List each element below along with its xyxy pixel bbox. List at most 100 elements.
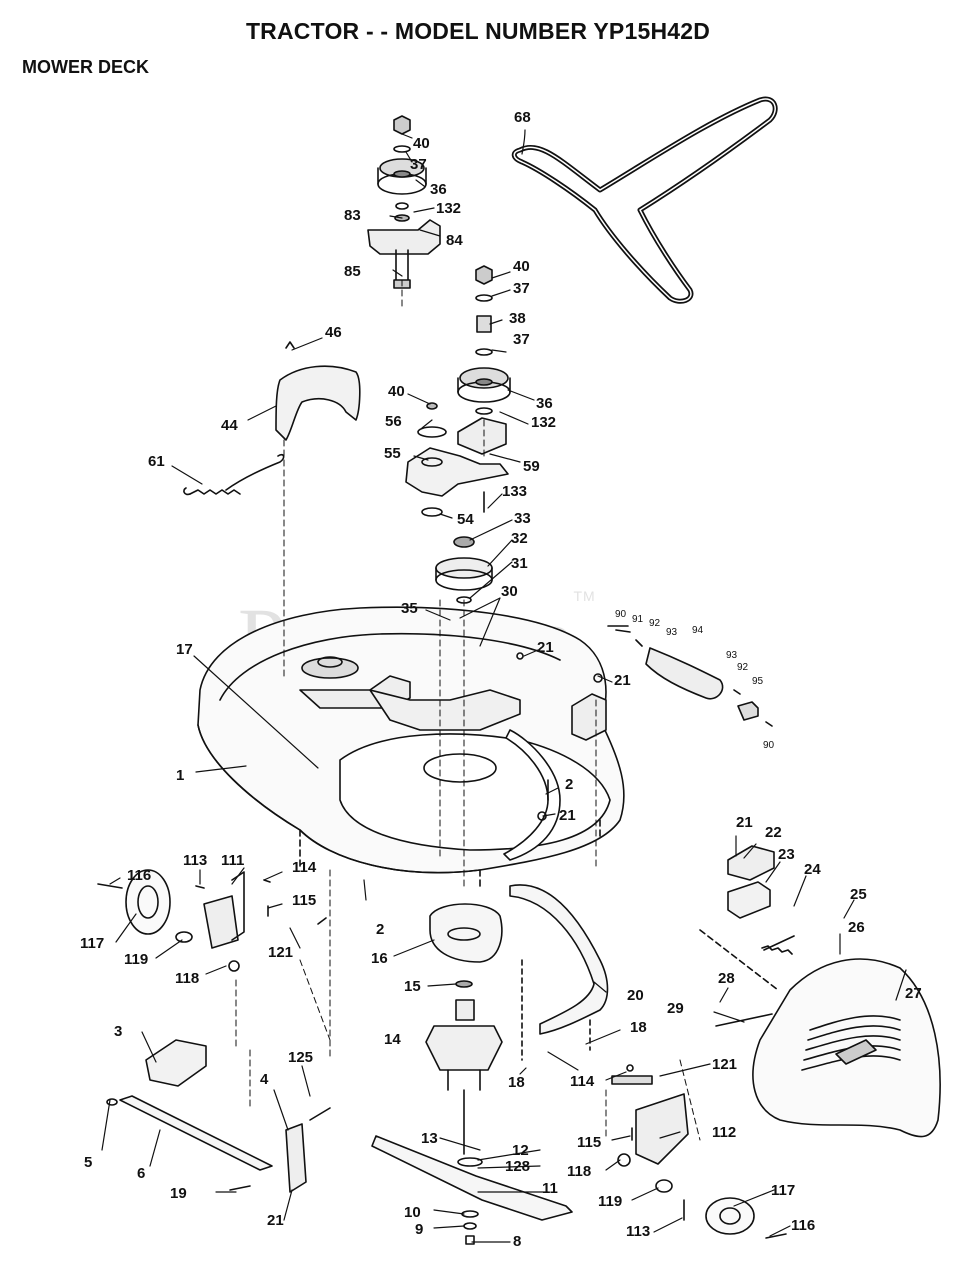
callout-117-right: 117: [771, 1182, 796, 1199]
idler-pulley-assembly-center: [457, 265, 511, 455]
callout-115-left: 115: [292, 892, 317, 909]
callout-40-bracket: 40: [388, 383, 405, 400]
callout-36-top: 36: [430, 181, 447, 198]
callout-132-top: 132: [436, 200, 462, 217]
callout-10: 10: [404, 1204, 421, 1221]
callout-9: 9: [415, 1221, 424, 1238]
callout-3: 3: [114, 1023, 123, 1040]
leader-lines: [101, 129, 907, 1243]
callout-24: 24: [804, 861, 821, 878]
callout-114-right: 114: [570, 1073, 595, 1090]
callout-116-right: 116: [791, 1217, 816, 1234]
gauge-wheel-left: [97, 869, 327, 972]
callout-19: 19: [170, 1185, 187, 1202]
callout-125: 125: [288, 1049, 314, 1066]
callout-91: 91: [632, 614, 644, 625]
callout-90-a: 90: [615, 609, 627, 620]
callout-26: 26: [848, 919, 865, 936]
callout-25: 25: [850, 886, 867, 903]
callout-22: 22: [765, 824, 782, 841]
callout-21-c: 21: [559, 807, 576, 824]
callout-21-b: 21: [614, 672, 631, 689]
callout-61: 61: [148, 453, 165, 470]
callout-133: 133: [502, 483, 528, 500]
callout-35: 35: [401, 600, 418, 617]
tension-spring: [183, 453, 285, 496]
callout-30: 30: [501, 583, 518, 600]
blade-spindle: [425, 903, 503, 1167]
callout-84: 84: [446, 232, 463, 249]
deck-mounting-hardware: [516, 625, 773, 821]
discharge-chute: [699, 845, 941, 1138]
callout-37-mid-b: 37: [513, 331, 530, 348]
callout-23: 23: [778, 846, 795, 863]
callout-59: 59: [523, 458, 540, 475]
callout-40-mid: 40: [513, 258, 530, 275]
callout-44: 44: [221, 417, 238, 434]
callout-95: 95: [752, 676, 764, 687]
callout-119-right: 119: [598, 1193, 623, 1210]
idler-bracket: [405, 402, 509, 517]
callout-37-mid-a: 37: [513, 280, 530, 297]
callout-28: 28: [718, 970, 735, 987]
callout-16: 16: [371, 950, 388, 967]
drive-belt: [511, 96, 778, 304]
callout-115-right: 115: [577, 1134, 602, 1151]
callout-119-left: 119: [124, 951, 149, 968]
callout-5: 5: [84, 1154, 93, 1171]
callout-1: 1: [176, 767, 185, 784]
mower-deck-shell: [197, 606, 625, 891]
callout-27: 27: [905, 985, 922, 1002]
callout-112: 112: [712, 1124, 737, 1141]
gauge-wheel-right: [611, 1064, 787, 1239]
callout-12: 12: [512, 1142, 529, 1159]
callout-93-a: 93: [666, 627, 678, 638]
callout-113-right: 113: [626, 1223, 651, 1240]
callout-4: 4: [260, 1071, 269, 1088]
callout-55: 55: [384, 445, 401, 462]
callout-54: 54: [457, 511, 474, 528]
callout-128: 128: [505, 1158, 531, 1175]
callout-20: 20: [627, 987, 644, 1004]
assembly-guides: [235, 279, 701, 1141]
idler-pulley-assembly-upper: [367, 115, 441, 289]
callout-13: 13: [421, 1130, 438, 1147]
callout-15: 15: [404, 978, 421, 995]
callout-92-a: 92: [649, 618, 661, 629]
callout-117-left: 117: [80, 935, 105, 952]
callout-93-b: 93: [726, 650, 738, 661]
callout-38: 38: [509, 310, 526, 327]
drive-belt-inner: [513, 98, 776, 302]
callout-92-b: 92: [737, 662, 749, 673]
center-spindle-pulley: [435, 536, 493, 665]
callout-40-top: 40: [413, 135, 430, 152]
callout-121-left: 121: [268, 944, 294, 961]
callout-118-left: 118: [175, 970, 200, 987]
callout-85: 85: [344, 263, 361, 280]
callout-32: 32: [511, 530, 528, 547]
baffle-arm: [509, 884, 609, 1061]
callout-11: 11: [542, 1180, 558, 1197]
callout-56: 56: [385, 413, 402, 430]
callout-46: 46: [325, 324, 342, 341]
callout-68: 68: [514, 109, 531, 126]
callout-116-left: 116: [127, 867, 152, 884]
callout-6: 6: [137, 1165, 146, 1182]
callout-33: 33: [514, 510, 531, 527]
callout-2-a: 2: [565, 776, 574, 793]
callout-29: 29: [667, 1000, 684, 1017]
callout-18-a: 18: [630, 1019, 647, 1036]
callout-90-b: 90: [763, 740, 775, 751]
callout-132-mid: 132: [531, 414, 557, 431]
callout-114-left: 114: [292, 859, 317, 876]
callout-37-top: 37: [410, 156, 427, 173]
callout-17: 17: [176, 641, 193, 658]
callout-21-d: 21: [736, 814, 753, 831]
callout-113-left: 113: [183, 852, 208, 869]
front-linkage: [106, 1039, 331, 1193]
page-title: TRACTOR - - MODEL NUMBER YP15H42D: [245, 18, 711, 44]
belt-shield: [275, 341, 361, 441]
callout-31: 31: [511, 555, 528, 572]
callout-21-a: 21: [537, 639, 554, 656]
